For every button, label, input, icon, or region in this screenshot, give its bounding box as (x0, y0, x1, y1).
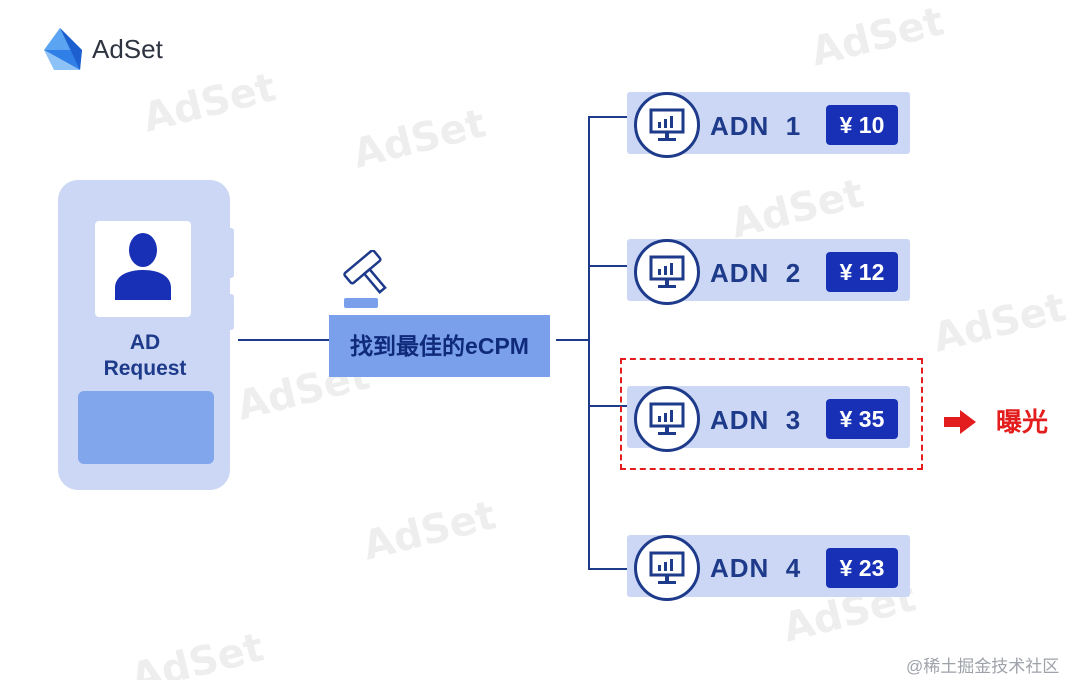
monitor-chart-icon (649, 551, 685, 584)
credit-text: @稀土掘金技术社区 (906, 657, 1060, 676)
connector-branch (588, 265, 628, 267)
watermark: AdSet (806, 0, 949, 76)
network-name: ADN 3 (710, 389, 801, 451)
phone-side-button (228, 294, 234, 330)
connector-line (238, 339, 329, 341)
network-name-text: ADN (710, 405, 770, 435)
network-name: ADN 2 (710, 242, 801, 304)
network-name-text: ADN (710, 111, 770, 141)
logo-icon (44, 28, 82, 70)
connector-line (556, 339, 589, 341)
network-index: 1 (785, 111, 802, 141)
auction-label: 找到最佳的eCPM (350, 333, 529, 359)
network-name: ADN 1 (710, 95, 801, 157)
brand-name: AdSet (92, 34, 163, 64)
ad-slot (78, 391, 214, 464)
ad-label-line1: AD (129, 331, 161, 354)
watermark: AdSet (928, 284, 1071, 362)
network-index: 2 (785, 258, 802, 288)
phone-side-button (228, 228, 234, 278)
arrow-right-icon (944, 410, 976, 434)
watermark: AdSet (138, 64, 281, 142)
network-index: 3 (785, 405, 802, 435)
gavel-icon (343, 250, 387, 308)
connector-branch (588, 405, 628, 407)
monitor-chart-icon (649, 255, 685, 288)
ad-label-line2: Request (103, 357, 187, 380)
winner-highlight (620, 358, 923, 470)
network-name: ADN 4 (710, 537, 801, 599)
monitor-chart-icon (649, 402, 685, 435)
watermark: AdSet (126, 624, 269, 680)
auction-box (329, 315, 550, 377)
price-badge: ¥ 35 (826, 399, 898, 439)
price-badge: ¥ 12 (826, 252, 898, 292)
result-label: 曝光 (996, 407, 1049, 437)
connector-branch (588, 116, 628, 118)
user-icon (115, 233, 171, 300)
network-name-text: ADN (710, 553, 770, 583)
network-name-text: ADN (710, 258, 770, 288)
connector-branch (588, 568, 628, 570)
watermark: AdSet (348, 100, 491, 178)
network-index: 4 (785, 553, 802, 583)
monitor-chart-icon (649, 108, 685, 141)
watermark: AdSet (726, 170, 869, 248)
price-badge: ¥ 23 (826, 548, 898, 588)
connector-trunk (588, 116, 590, 570)
watermark: AdSet (358, 492, 501, 570)
price-badge: ¥ 10 (826, 105, 898, 145)
ad-request-label: AD Request (70, 330, 220, 382)
